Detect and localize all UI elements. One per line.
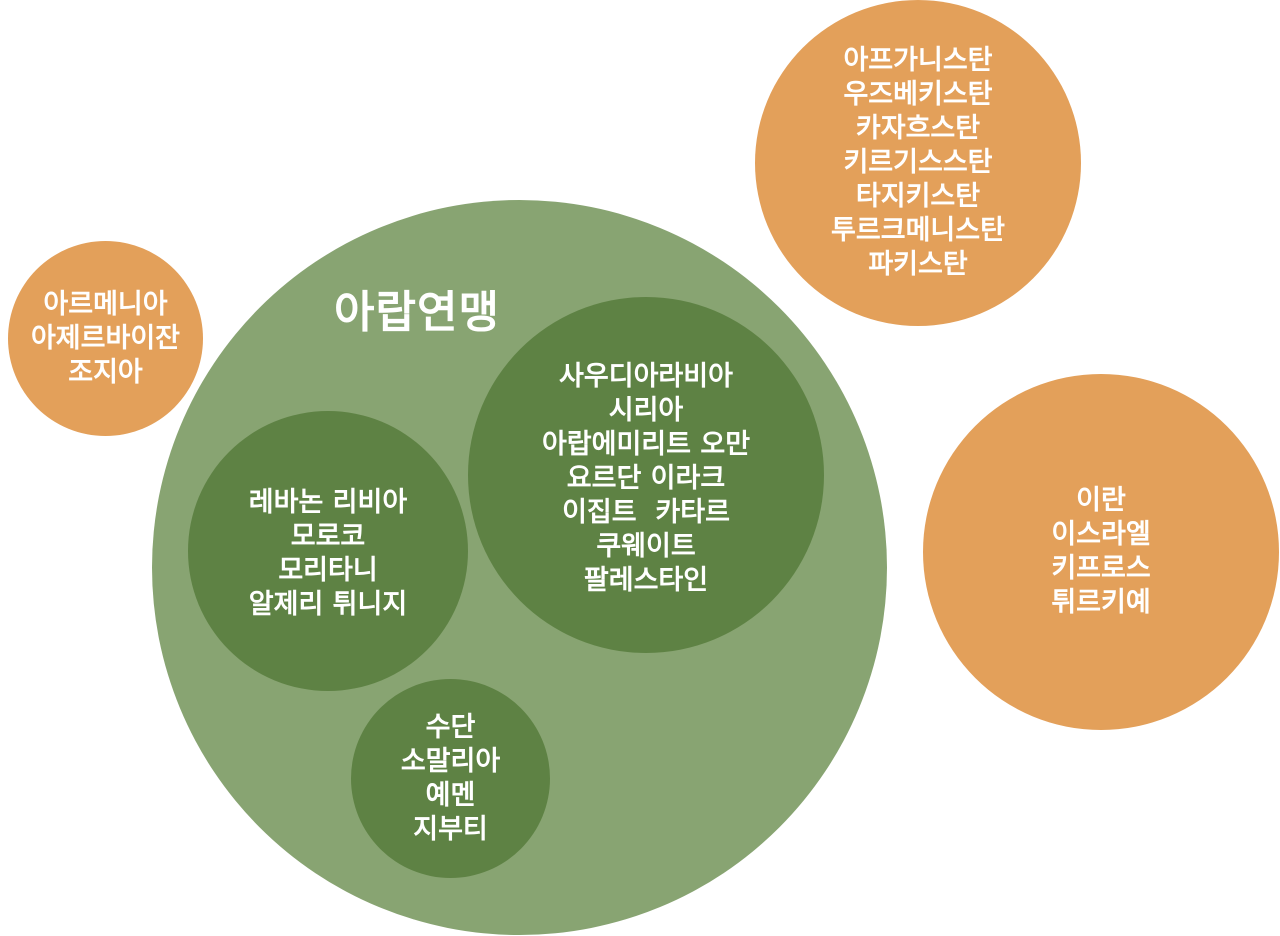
country-line: 아르메니아 [43,288,168,320]
country-line: 레바논 리비아 [248,487,408,518]
country-line: 조지아 [68,356,143,388]
country-line: 튀르키예 [1051,587,1151,618]
country-line: 사우디아라비아 [559,361,733,392]
country-line: 지부티 [413,813,488,845]
country-line: 키르기스스탄 [843,147,993,178]
country-line: 요르단 이라크 [566,463,726,494]
caucasus-circle: 아르메니아 아제르바이잔 조지아 [8,241,203,436]
country-line: 아제르바이잔 [30,322,181,354]
country-line: 팔레스타인 [583,565,709,596]
country-line: 수단 [425,711,476,743]
central-asia-circle: 아프가니스탄 우즈베키스탄 카자흐스탄 키르기스스탄 타지키스탄 투르크메니스탄… [755,0,1081,326]
country-line: 카자흐스탄 [855,113,981,144]
country-line: 아랍에미리트 오만 [541,429,751,460]
country-line: 예멘 [425,779,476,811]
arab-group-maghreb: 레바논 리비아 모로코 모리타니 알제리 튀니지 [188,411,468,691]
arab-group-gulf: 사우디아라비아 시리아 아랍에미리트 오만 요르단 이라크 이집트 카타르 쿠웨… [468,297,824,653]
country-line: 타지키스탄 [855,181,981,212]
country-line: 우즈베키스탄 [843,79,993,110]
country-line: 파키스탄 [868,249,968,280]
country-line: 이란 [1076,485,1126,516]
arab-group-horn: 수단 소말리아 예멘 지부티 [351,679,550,878]
country-line: 모로코 [290,521,366,552]
country-line: 이스라엘 [1051,519,1151,550]
near-east-circle: 이란 이스라엘 키프로스 튀르키예 [923,374,1279,730]
country-line: 알제리 튀니지 [248,589,408,620]
country-line: 투르크메니스탄 [831,215,1005,246]
country-line: 이집트 카타르 [562,497,730,528]
arab-league-title: 아랍연맹 [334,287,500,338]
country-line: 시리아 [608,395,684,426]
country-line: 쿠웨이트 [596,531,696,562]
country-line: 소말리아 [400,745,501,777]
country-line: 아프가니스탄 [843,45,993,76]
country-line: 모리타니 [278,555,378,586]
country-line: 키프로스 [1051,553,1151,584]
